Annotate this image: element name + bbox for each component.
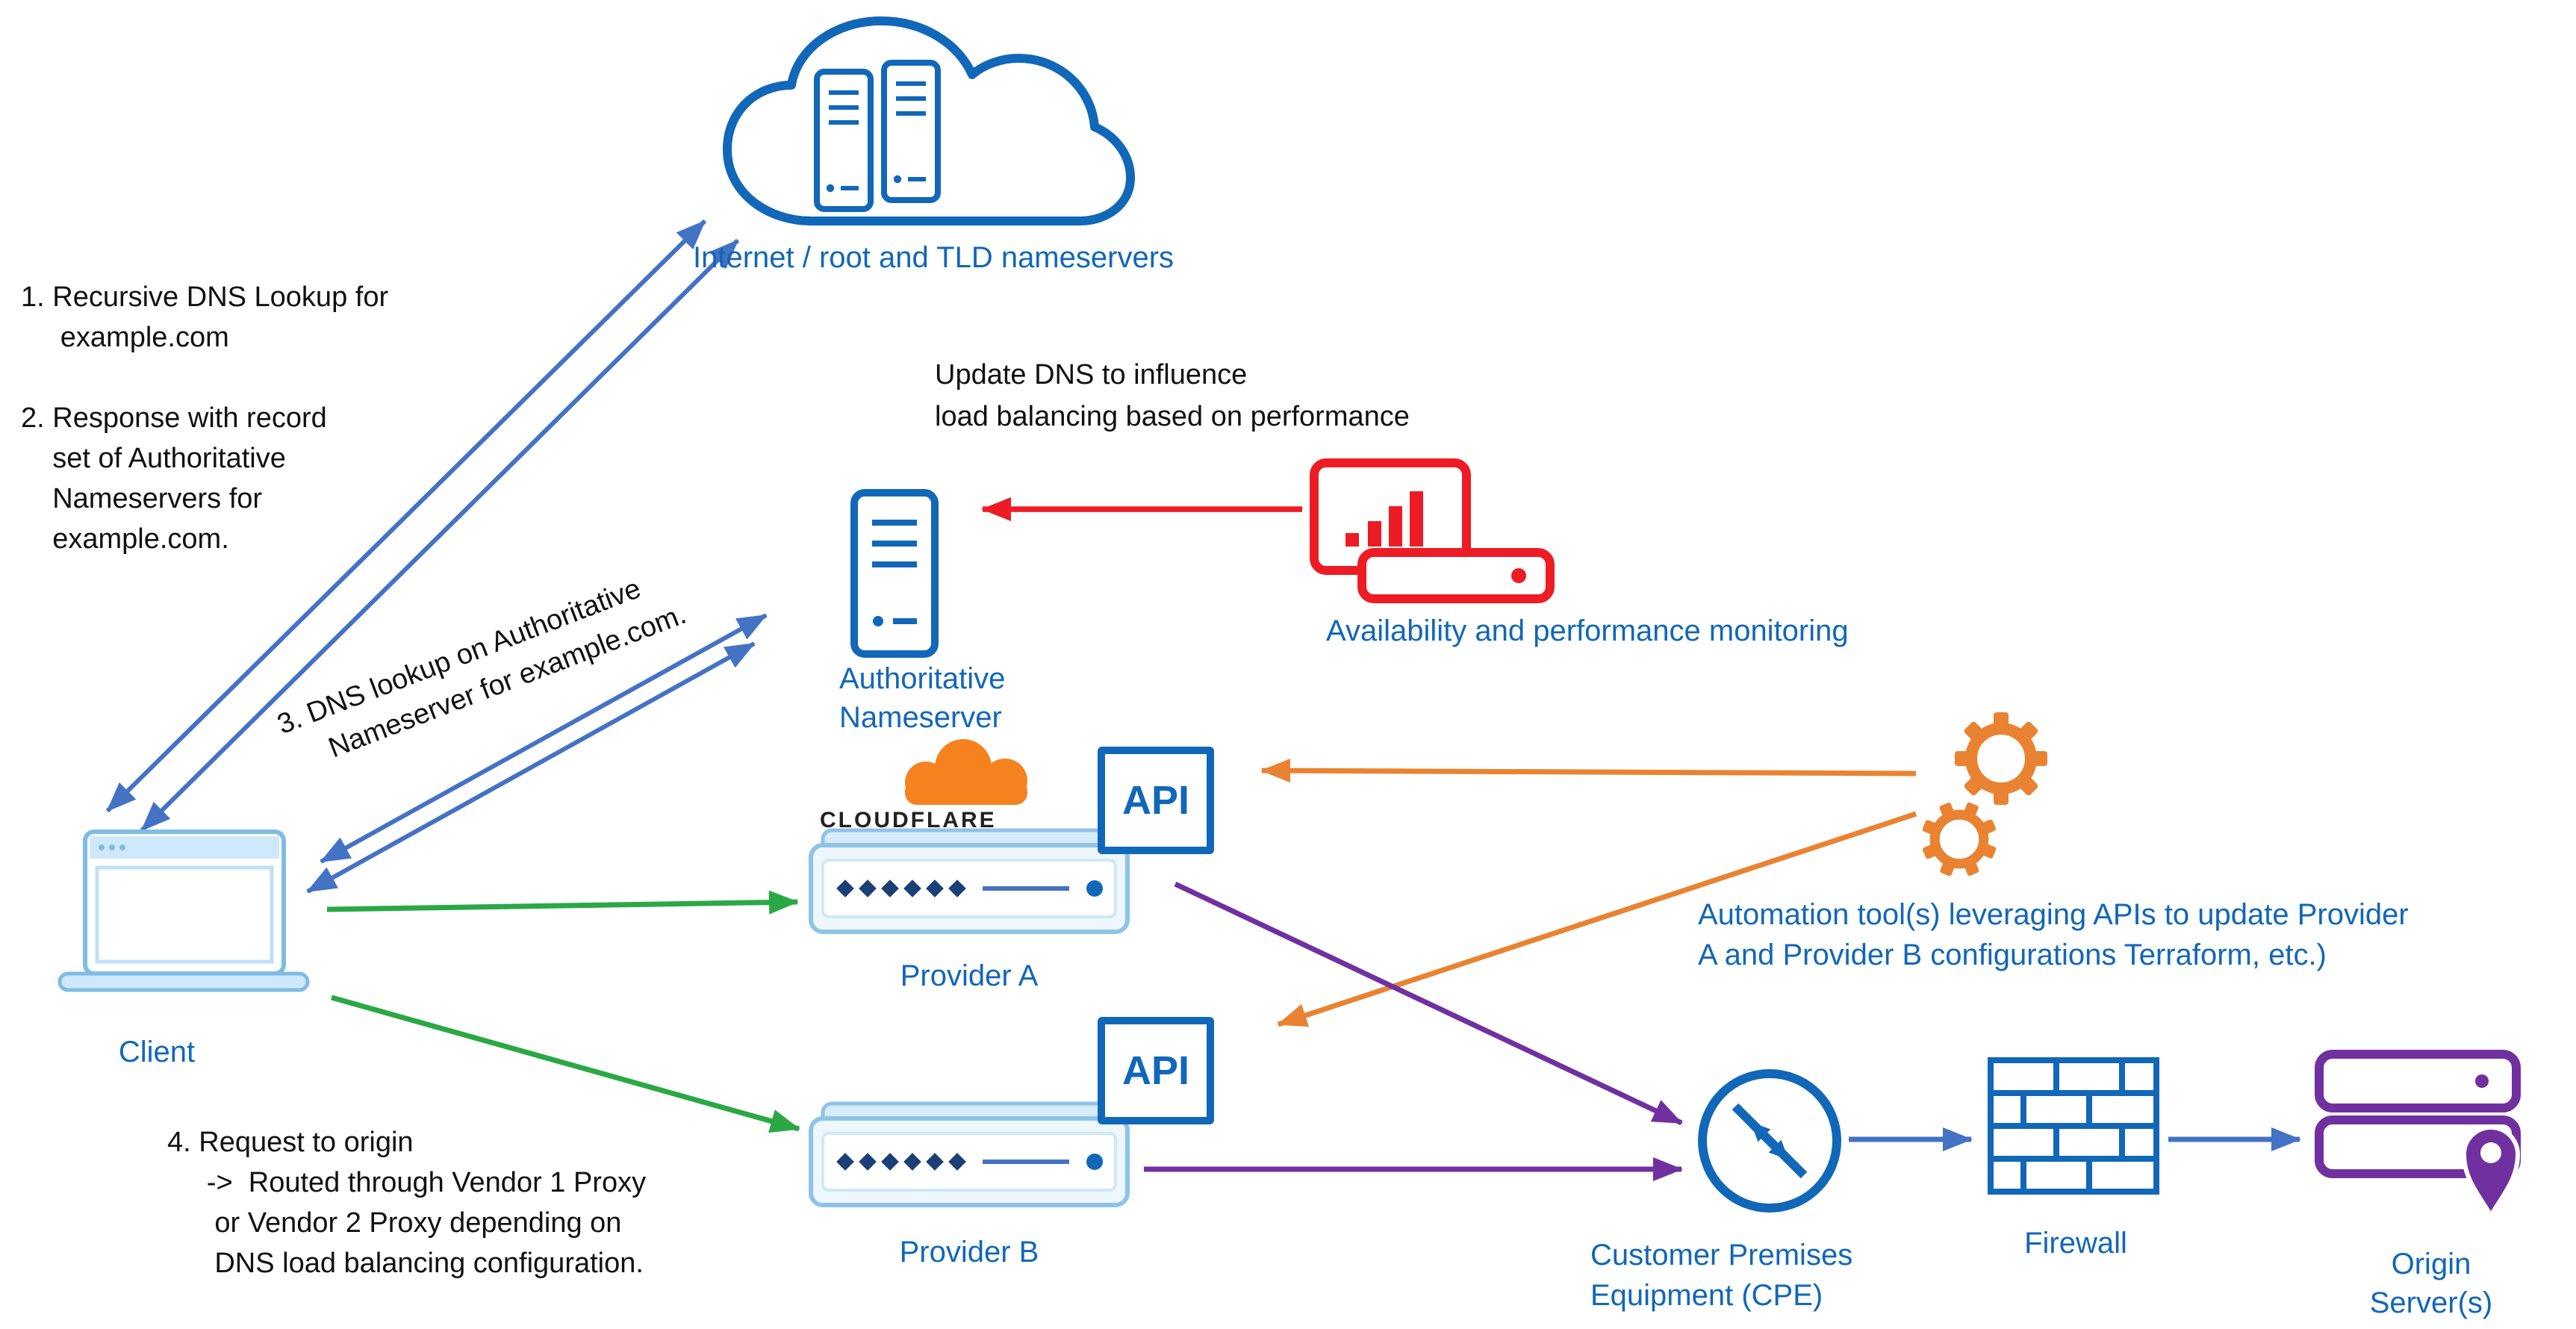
steps-1-2-annotation: 1. Recursive DNS Lookup for example.com …	[21, 282, 389, 555]
cloudflare-cloud-icon	[905, 739, 1027, 805]
monitoring-label: Availability and performance monitoring	[1326, 615, 1849, 648]
arrow-automation-provider-b-api	[1277, 811, 1917, 1027]
arrow-client-provider-a	[326, 890, 799, 915]
location-pin-icon	[2461, 1125, 2521, 1220]
internet-cloud-icon	[723, 16, 1135, 225]
arrow-client-internet-response	[140, 238, 740, 832]
provider-b-api-label: API	[1121, 1048, 1189, 1092]
automation-label: Automation tool(s) leveraging APIs to up…	[1698, 899, 2409, 972]
arrow-client-provider-b	[331, 995, 800, 1133]
monitoring-icon	[1310, 458, 1555, 603]
internet-label: Internet / root and TLD nameservers	[692, 242, 1175, 275]
firewall-icon	[1988, 1057, 2159, 1195]
authoritative-nameserver-label: Authoritative Nameserver	[839, 663, 1006, 735]
provider-a-appliance-icon	[809, 828, 1130, 934]
provider-a-api-label: API	[1121, 777, 1189, 822]
provider-b-api-box: API	[1098, 1017, 1214, 1124]
client-laptop-icon	[57, 830, 310, 992]
update-dns-annotation: Update DNS to influence load balancing b…	[935, 360, 1410, 433]
arrow-provider-a-cpe	[1174, 881, 1683, 1126]
firewall-label: Firewall	[2024, 1227, 2127, 1260]
cpe-label: Customer Premises Equipment (CPE)	[1590, 1239, 1853, 1313]
origin-servers-icon	[2315, 1050, 2521, 1220]
provider-b-label: Provider B	[899, 1236, 1039, 1269]
cpe-icon	[1698, 1069, 1841, 1213]
arrows-layer	[105, 219, 2301, 1181]
tld-nameserver-icon	[881, 60, 941, 203]
step-4-annotation: 4. Request to origin -> Routed through V…	[167, 1127, 647, 1280]
root-nameserver-icon	[814, 69, 874, 212]
arrow-client-authns-response	[306, 641, 756, 894]
cloudflare-wordmark: CLOUDFLARE	[820, 808, 997, 833]
gears-icon	[1922, 712, 2047, 877]
provider-b-appliance-icon	[809, 1101, 1130, 1207]
provider-a-label: Provider A	[900, 960, 1039, 993]
authoritative-nameserver-icon	[850, 489, 939, 658]
provider-a-api-box: API	[1098, 747, 1214, 854]
client-label: Client	[118, 1036, 196, 1069]
arrow-automation-provider-a-api	[1260, 759, 1917, 783]
origin-label: Origin Server(s)	[2369, 1248, 2493, 1320]
